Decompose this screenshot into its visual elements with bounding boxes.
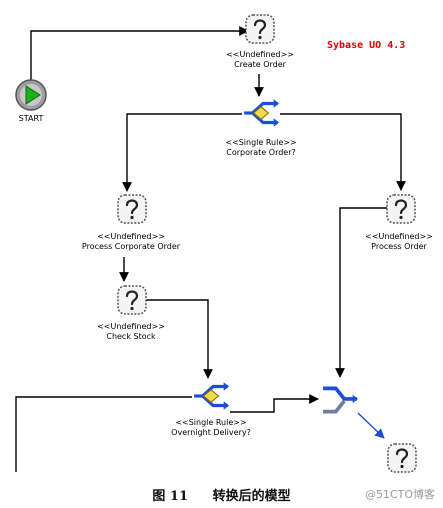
create-order-name: Create Order: [234, 60, 286, 69]
flow-rule-to-process-corporate: [122, 113, 242, 192]
overnight-delivery-name: Overnight Delivery?: [171, 428, 251, 437]
flow-rule-to-join: [230, 394, 319, 413]
corporate-order-label: <<Single Rule>> Corporate Order?: [225, 138, 296, 158]
version-label: Sybase UO 4.3: [327, 40, 406, 51]
process-corporate-order-label: <<Undefined>> Process Corporate Order: [82, 232, 180, 252]
corporate-order-stereotype: <<Single Rule>>: [225, 138, 297, 147]
merge-join-icon[interactable]: [321, 386, 359, 414]
overnight-delivery-rule-icon[interactable]: [192, 380, 230, 412]
start-node[interactable]: [15, 79, 47, 111]
watermark: @51CTO博客: [364, 488, 435, 501]
check-stock-node-icon[interactable]: [117, 285, 147, 315]
check-stock-name: Check Stock: [106, 332, 156, 341]
flow-rule-to-process-order: [280, 113, 406, 191]
corporate-order-rule-icon[interactable]: [242, 97, 280, 129]
check-stock-label: <<Undefined>> Check Stock: [97, 322, 165, 342]
flow-join-to-end: [357, 412, 385, 439]
corporate-order-name: Corporate Order?: [226, 148, 296, 157]
flow-rule-left-exit: [15, 396, 192, 472]
process-order-label: <<Undefined>> Process Order: [365, 232, 433, 252]
figure-number: 图 11: [152, 489, 189, 504]
check-stock-stereotype: <<Undefined>>: [97, 322, 165, 331]
flow-check-stock-to-rule: [145, 299, 213, 379]
flow-process-order-to-join: [335, 207, 387, 378]
end-node-icon[interactable]: [387, 443, 417, 473]
process-order-stereotype: <<Undefined>>: [365, 232, 433, 241]
process-corporate-order-node-icon[interactable]: [117, 194, 147, 224]
create-order-node-icon[interactable]: [245, 14, 275, 44]
figure-caption: 图 11 转换后的模型: [0, 485, 443, 504]
figure-title: 转换后的模型: [212, 489, 291, 504]
process-order-node-icon[interactable]: [386, 194, 416, 224]
create-order-label: <<Undefined>> Create Order: [226, 50, 294, 70]
start-label: START: [18, 114, 44, 123]
overnight-delivery-label: <<Single Rule>> Overnight Delivery?: [171, 418, 251, 438]
process-corporate-order-name: Process Corporate Order: [81, 242, 181, 251]
overnight-delivery-stereotype: <<Single Rule>>: [175, 418, 247, 427]
flow-lines: [15, 26, 406, 472]
create-order-stereotype: <<Undefined>>: [226, 50, 294, 59]
flow-start-to-create-order: [30, 26, 249, 82]
process-corporate-order-stereotype: <<Undefined>>: [97, 232, 165, 241]
process-order-name: Process Order: [371, 242, 427, 251]
